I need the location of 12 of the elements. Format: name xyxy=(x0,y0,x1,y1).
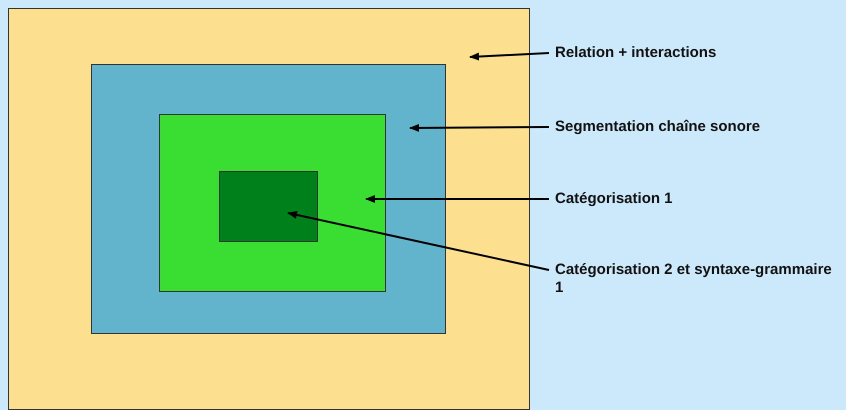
annotation-text: Segmentation chaîne sonore xyxy=(555,118,845,136)
arrow xyxy=(469,52,550,61)
arrow xyxy=(365,195,549,203)
annotation-text: Catégorisation 1 xyxy=(555,190,835,208)
layer-box xyxy=(91,64,446,334)
layer-box xyxy=(159,114,386,292)
layer-box xyxy=(8,8,530,410)
annotation-text: Catégorisation 2 et syntaxe-grammaire 1 xyxy=(555,261,835,297)
annotation-text: Relation + interactions xyxy=(555,44,835,62)
arrow xyxy=(409,124,549,132)
arrow xyxy=(287,211,550,271)
layer-box xyxy=(219,171,318,242)
